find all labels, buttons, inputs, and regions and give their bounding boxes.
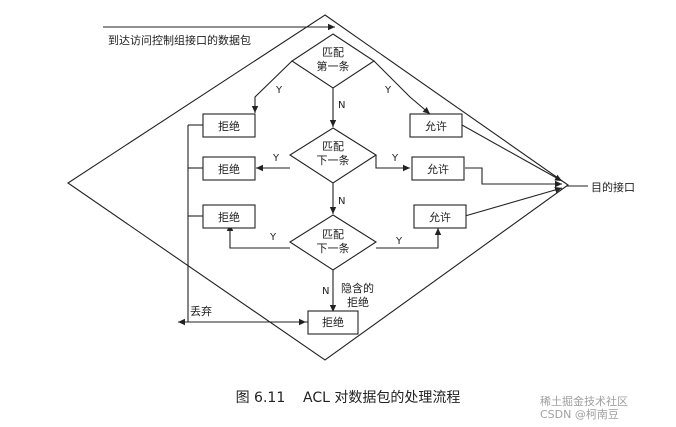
discard-label: 丢弃 <box>190 304 212 318</box>
entry-label: 到达访问控制组接口的数据包 <box>108 33 251 47</box>
match-first-label-2: 第一条 <box>317 59 350 73</box>
permit-label-2: 允许 <box>427 162 449 176</box>
match-next-1-label-2: 下一条 <box>317 153 350 167</box>
deny-box-2 <box>202 156 256 181</box>
match-next-2-label-2: 下一条 <box>317 241 350 255</box>
watermark-text: 稀土掘金技术社区 <box>540 394 628 408</box>
deny-box-1 <box>202 113 256 138</box>
watermark-brand: CSDN @柯南豆 <box>540 408 619 421</box>
deny-label-2: 拒绝 <box>218 162 240 176</box>
permit-label-1: 允许 <box>425 119 447 133</box>
permit-label-3: 允许 <box>429 210 451 224</box>
yes-label-6: Y <box>395 236 403 247</box>
implicit-deny-label-2: 拒绝 <box>347 295 369 309</box>
outer-diamond <box>67 14 569 361</box>
permit-box-2 <box>411 156 465 181</box>
yes-label-5: Y <box>269 232 277 243</box>
figure-caption: 图 6.11 ACL 对数据包的处理流程 <box>236 390 461 406</box>
match-first-label-1: 匹配 <box>322 46 344 59</box>
match-next-1-label-1: 匹配 <box>322 140 344 153</box>
yes-label-1: Y <box>275 85 283 96</box>
match-next-2-label-1: 匹配 <box>322 228 344 241</box>
yes-label-3: Y <box>272 153 280 164</box>
deny-label-1: 拒绝 <box>218 119 240 133</box>
deny-label-3: 拒绝 <box>218 210 240 224</box>
implicit-deny-label-1: 隐含的 <box>341 281 374 295</box>
yes-label-4: Y <box>391 153 399 164</box>
no-label-2: N <box>338 196 345 207</box>
permit-box-3 <box>413 204 467 229</box>
deny-box-final <box>307 310 359 335</box>
yes-label-2: Y <box>384 85 392 96</box>
deny-label-final: 拒绝 <box>322 315 344 329</box>
no-label-3: N <box>322 286 329 297</box>
destination-label: 目的接口 <box>591 180 635 194</box>
no-label-1: N <box>338 100 345 111</box>
deny-box-3 <box>202 204 256 229</box>
permit-box-1 <box>409 113 463 138</box>
